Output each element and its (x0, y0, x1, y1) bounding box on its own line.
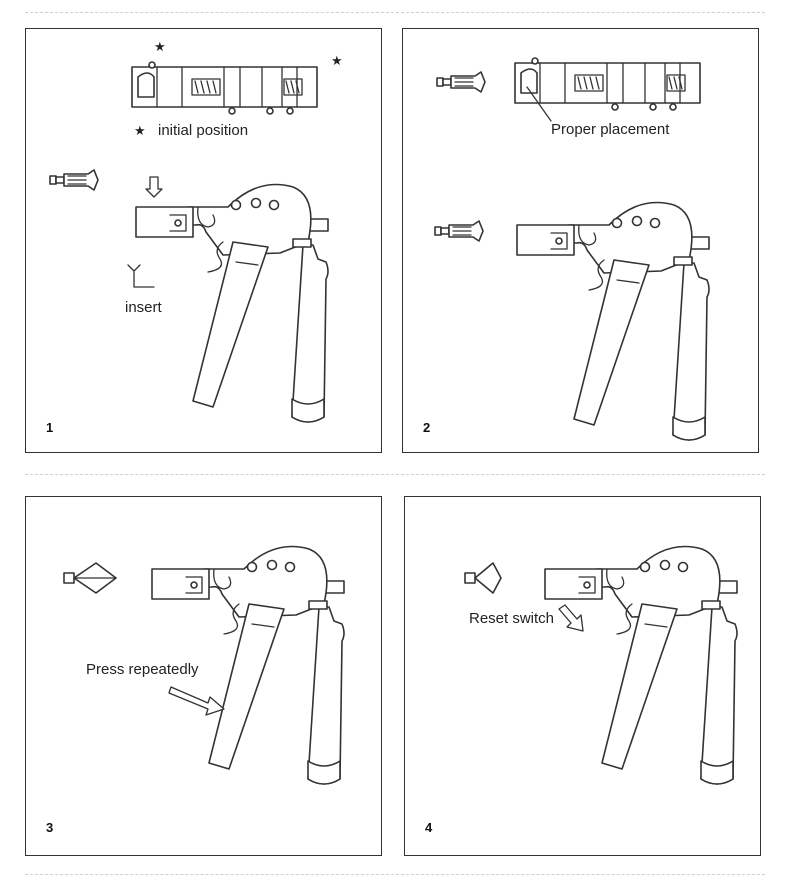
callout-insert: insert (125, 299, 162, 316)
top-dashed-separator (25, 12, 765, 13)
step-number: 3 (46, 820, 54, 835)
legend-star: ★ (134, 123, 146, 138)
step-4-illustration (464, 545, 738, 785)
step-number: 2 (423, 420, 431, 435)
star-mark-front: ★ (154, 39, 166, 54)
step-panel-3: Press repeatedly 3 (25, 496, 382, 856)
middle-dashed-separator (25, 474, 765, 475)
bottom-dashed-separator (25, 874, 765, 875)
set-anchor (474, 562, 502, 594)
press-arrow-icon (168, 686, 225, 716)
step-panel-4: Reset switch 4 (404, 496, 761, 856)
insert-arrow-icon (127, 264, 155, 288)
callout-reset-switch: Reset switch (469, 610, 555, 627)
leader-line (526, 86, 552, 122)
step-panel-2: Proper placement 2 (402, 28, 759, 453)
reset-arrow-icon (558, 604, 584, 632)
step-panel-1: ★ ★ ★ initial position insert 1 (25, 28, 382, 453)
callout-press-repeatedly: Press repeatedly (86, 661, 199, 678)
star-mark-rear: ★ (331, 53, 343, 68)
callout-proper-placement: Proper placement (551, 121, 670, 138)
legend-text: initial position (158, 122, 249, 139)
down-arrow-icon (145, 176, 163, 198)
step-1-illustration: ★ ★ (49, 39, 343, 423)
step-number: 1 (46, 420, 54, 435)
step-3-illustration (63, 545, 345, 785)
step-number: 4 (425, 820, 433, 835)
step-2-illustration (434, 57, 710, 441)
